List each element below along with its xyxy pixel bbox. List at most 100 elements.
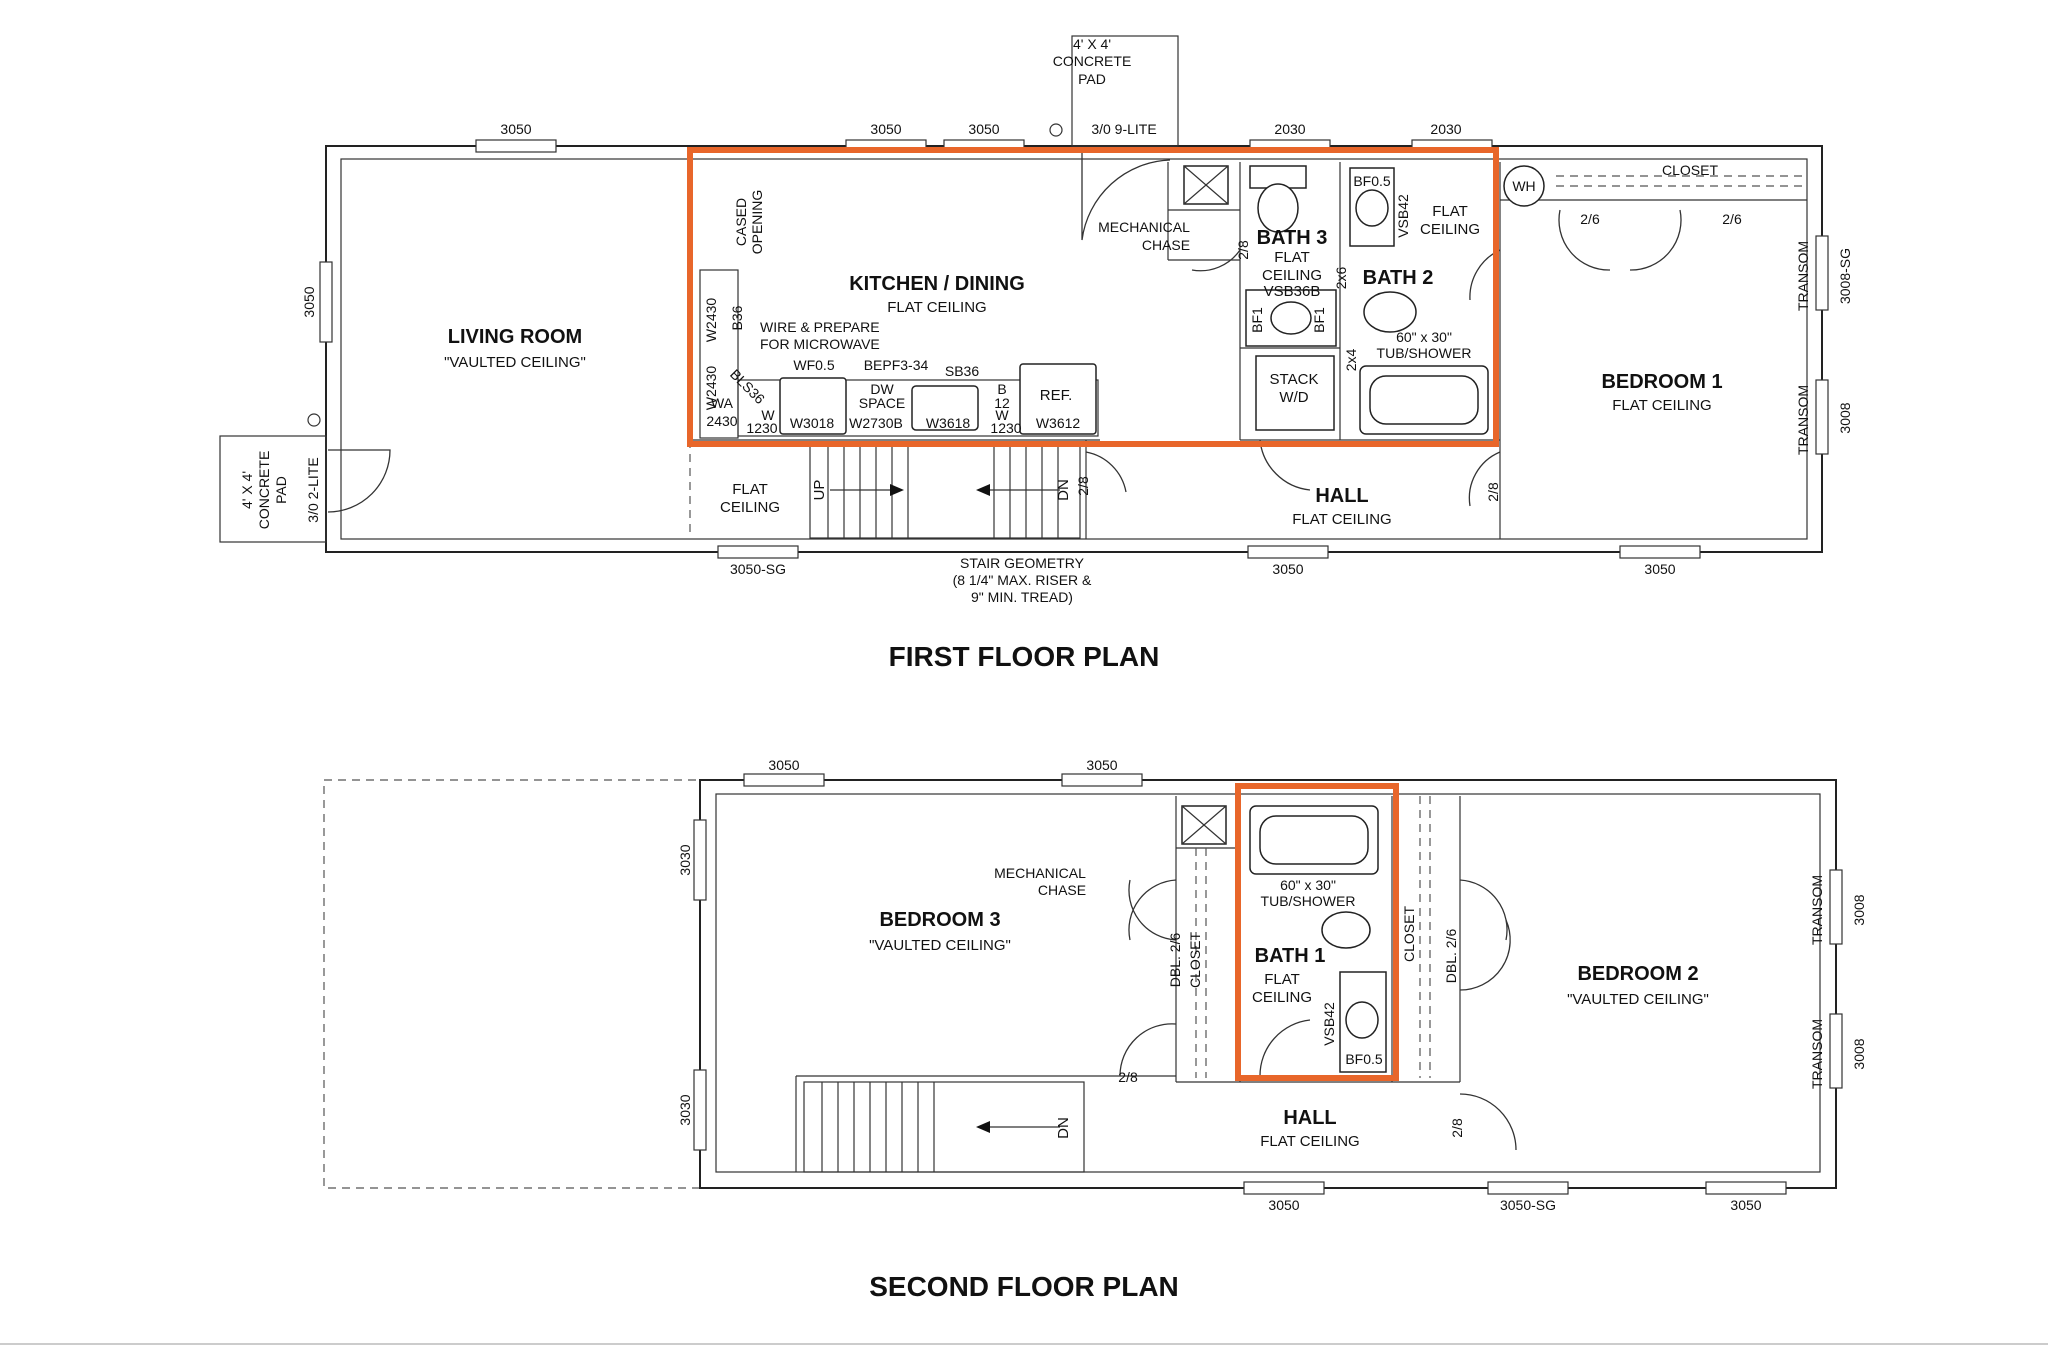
stair-down-label: DN xyxy=(1055,479,1072,501)
bath3-bf1-b: BF1 xyxy=(1311,307,1327,333)
front-door-label: 3/0 9-LITE xyxy=(1091,121,1156,137)
window-2030-b: 2030 xyxy=(1430,121,1461,137)
highlight-box-kitchen-baths xyxy=(687,147,1499,447)
side-pad-note-2: CONCRETE xyxy=(256,451,272,530)
open-to-below-outline xyxy=(323,779,701,1189)
mechanical-chase-2: CHASE xyxy=(1142,237,1190,253)
bath1-bf05: BF0.5 xyxy=(1345,1051,1383,1067)
stair-up-label: UP xyxy=(811,480,828,501)
bath2-bf05: BF0.5 xyxy=(1353,173,1391,189)
bedroom3-label: BEDROOM 3 xyxy=(879,909,1000,931)
cabinet-w2430-b: W2430 xyxy=(703,366,719,411)
transom-a: TRANSOM xyxy=(1795,241,1811,311)
cabinet-w3612: W3612 xyxy=(1036,415,1081,431)
stair-run xyxy=(809,443,1081,539)
cabinet-wf05: WF0.5 xyxy=(793,357,834,373)
cabinet-bls36: BLS36 xyxy=(727,366,768,407)
cabinet-w3018: W3018 xyxy=(790,415,835,431)
kitchen-ceiling: FLAT CEILING xyxy=(887,299,986,316)
door-2x4: 2x4 xyxy=(1343,349,1359,372)
dw-space-1: DW xyxy=(870,381,894,397)
window-3050-c: 3050 xyxy=(968,121,999,137)
window-3050-b: 3050 xyxy=(870,121,901,137)
second-window-3050-bottom: 3050 xyxy=(1268,1197,1299,1213)
second-tub-size-2: TUB/SHOWER xyxy=(1261,893,1356,909)
closet-left-1: DBL. 2/6 xyxy=(1167,933,1183,988)
stack-wd-2: W/D xyxy=(1279,389,1308,406)
window-3050-bottom-a: 3050 xyxy=(1272,561,1303,577)
cased-opening-2: OPENING xyxy=(749,190,765,255)
window-3050-bottom-b: 3050 xyxy=(1644,561,1675,577)
bedroom1-ceiling: FLAT CEILING xyxy=(1612,397,1711,414)
cabinet-sb36: SB36 xyxy=(945,363,979,379)
window-3008: 3008 xyxy=(1837,402,1853,433)
refrigerator-label: REF. xyxy=(1040,387,1073,404)
window-2030-a: 2030 xyxy=(1274,121,1305,137)
stair-ceiling-2: CEILING xyxy=(720,499,780,516)
tub-size-2: TUB/SHOWER xyxy=(1377,345,1472,361)
cabinet-w1230-b: 1230 xyxy=(990,420,1021,436)
cabinet-w3618: W3618 xyxy=(926,415,971,431)
door-2-8-a: 2/8 xyxy=(1235,240,1251,260)
bedroom2-label: BEDROOM 2 xyxy=(1577,963,1698,985)
second-floor-stair xyxy=(803,1081,1085,1173)
cabinet-b36: B36 xyxy=(729,305,745,330)
second-door-2-8-a: 2/8 xyxy=(1118,1069,1138,1085)
second-floor-hall-ceiling: FLAT CEILING xyxy=(1260,1133,1359,1150)
first-floor-hall-ceiling: FLAT CEILING xyxy=(1292,511,1391,528)
bedroom3-ceiling: "VAULTED CEILING" xyxy=(869,937,1011,954)
dw-space-2: SPACE xyxy=(859,395,905,411)
highlight-box-bath1 xyxy=(1235,783,1399,1081)
stair-geometry-1: STAIR GEOMETRY xyxy=(960,555,1085,571)
bath2-vsb42: VSB42 xyxy=(1395,194,1411,238)
bath3-ceiling-1: FLAT xyxy=(1274,249,1310,266)
cabinet-b12: 12 xyxy=(994,395,1010,411)
transom-b: TRANSOM xyxy=(1795,385,1811,455)
closet-left-2: CLOSET xyxy=(1187,932,1203,988)
cabinet-w2430-a: W2430 xyxy=(703,298,719,343)
second-floor-plan: BEDROOM 3 "VAULTED CEILING" BATH 1 FLAT … xyxy=(323,757,1867,1302)
water-heater xyxy=(1503,165,1545,207)
stair-geometry-3: 9" MIN. TREAD) xyxy=(971,589,1073,605)
bath3-toilet xyxy=(1257,183,1299,233)
closet-label: CLOSET xyxy=(1662,162,1718,178)
side-concrete-pad xyxy=(219,435,327,543)
bath1-ceiling-1: FLAT xyxy=(1264,971,1300,988)
closet-right-2: DBL. 2/6 xyxy=(1443,929,1459,984)
bath1-vsb42: VSB42 xyxy=(1321,1002,1337,1046)
window-3050-a: 3050 xyxy=(500,121,531,137)
second-window-3050-sg: 3050-SG xyxy=(1500,1197,1556,1213)
bedroom1-label: BEDROOM 1 xyxy=(1601,371,1722,393)
second-mech-chase-1: MECHANICAL xyxy=(994,865,1086,881)
stack-wd-1: STACK xyxy=(1270,371,1319,388)
first-floor-plan: LIVING ROOM "VAULTED CEILING" KITCHEN / … xyxy=(219,35,1853,672)
second-window-3050-b: 3050 xyxy=(1086,757,1117,773)
microwave-note-2: FOR MICROWAVE xyxy=(760,336,880,352)
tub-size-1: 60" x 30" xyxy=(1396,329,1452,345)
door-2-8-b: 2/8 xyxy=(1075,476,1091,496)
stair-ceiling-1: FLAT xyxy=(732,481,768,498)
stair-geometry-2: (8 1/4" MAX. RISER & xyxy=(953,572,1092,588)
microwave-note-1: WIRE & PREPARE xyxy=(760,319,880,335)
second-window-3050-bottom-b: 3050 xyxy=(1730,1197,1761,1213)
second-window-3008-b: 3008 xyxy=(1851,1038,1867,1069)
window-3050-left: 3050 xyxy=(301,286,317,317)
cabinet-wa: WA xyxy=(711,395,734,411)
water-heater-label: WH xyxy=(1512,178,1535,194)
cabinet-w-b: W xyxy=(995,407,1009,423)
bath1-toilet xyxy=(1321,911,1371,949)
first-floor-hall-label: HALL xyxy=(1315,485,1368,507)
door-2-6-a: 2/6 xyxy=(1580,211,1600,227)
bath1-sink xyxy=(1345,1001,1379,1039)
living-room-ceiling: "VAULTED CEILING" xyxy=(444,354,586,371)
cabinet-w2730b: W2730B xyxy=(849,415,903,431)
living-room-label: LIVING ROOM xyxy=(448,326,582,348)
cabinet-w1230: 1230 xyxy=(746,420,777,436)
stack-washer-dryer xyxy=(1255,355,1335,431)
door-2-8-c: 2/8 xyxy=(1485,482,1501,502)
cabinet-w: W xyxy=(761,407,775,423)
window-3030-a: 3030 xyxy=(677,844,693,875)
mechanical-chase-1: MECHANICAL xyxy=(1098,219,1190,235)
closet-right-1: CLOSET xyxy=(1401,906,1417,962)
